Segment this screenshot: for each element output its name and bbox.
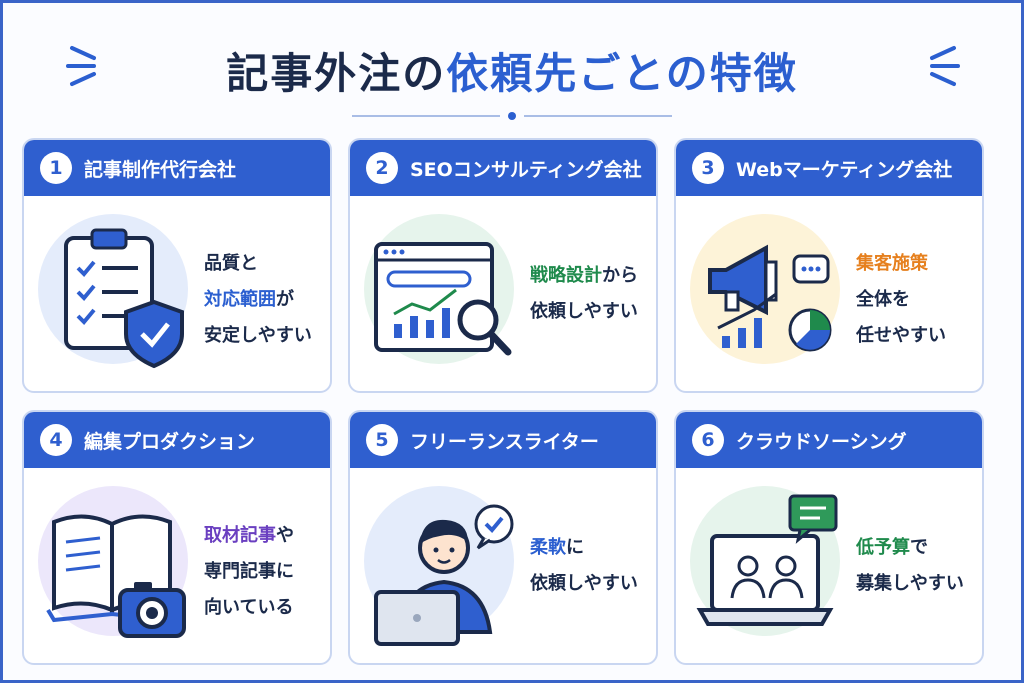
sparkle-right-icon — [930, 46, 960, 86]
desc-highlight: 対応範囲 — [204, 289, 276, 310]
desc-line: 集客施策 — [856, 246, 981, 282]
desc-line: 任せやすい — [856, 325, 946, 346]
card-header: 6 クラウドソーシング — [676, 412, 982, 468]
desc-highlight: 集客施策 — [856, 253, 928, 274]
search-analytics-icon — [374, 242, 512, 356]
card-header: 3 Webマーケティング会社 — [676, 140, 982, 196]
card-header: 2 SEOコンサルティング会社 — [350, 140, 656, 196]
card-6: 6 クラウドソーシング 低予算で 募集しやすい — [674, 410, 984, 665]
card-title: 記事制作代行会社 — [84, 158, 237, 181]
card-header: 1 記事制作代行会社 — [24, 140, 330, 196]
desc-line: 低予算で — [856, 530, 981, 566]
desc-text: や — [276, 525, 294, 546]
card-header: 4 編集プロダクション — [24, 412, 330, 468]
desc-line: 対応範囲が — [204, 282, 329, 318]
card-title: 編集プロダクション — [84, 430, 256, 453]
desc-line: 依頼しやすい — [530, 301, 638, 322]
title-divider — [352, 112, 672, 120]
card-number: 4 — [40, 424, 72, 456]
sparkle-left-icon — [66, 46, 96, 86]
card-description: 戦略設計から 依頼しやすい — [530, 258, 655, 330]
card-description: 低予算で 募集しやすい — [856, 530, 981, 602]
title-bar: 記事外注の 依頼先ごとの特徴 — [0, 30, 1024, 110]
desc-line: 柔軟に — [530, 530, 655, 566]
desc-highlight: 低予算 — [856, 537, 910, 558]
card-5: 5 フリーランスライター 柔軟に 依頼しやすい — [348, 410, 658, 665]
desc-highlight: 取材記事 — [204, 525, 276, 546]
card-3: 3 Webマーケティング会社 集客施策 全体を 任せやすい — [674, 138, 984, 393]
card-number: 5 — [366, 424, 398, 456]
desc-highlight: 柔軟 — [530, 537, 566, 558]
title-part2: 依頼先ごとの特徴 — [446, 48, 798, 98]
card-2: 2 SEOコンサルティング会社 戦略設計から 依頼しやすい — [348, 138, 658, 393]
desc-line: 向いている — [204, 597, 294, 618]
desc-highlight: 戦略設計 — [530, 265, 602, 286]
desc-line: 戦略設計から — [530, 258, 655, 294]
desc-text: から — [602, 265, 638, 286]
card-1: 1 記事制作代行会社 品質と 対応範囲が 安定しやすい — [22, 138, 332, 393]
desc-text: で — [910, 537, 928, 558]
card-number: 1 — [40, 152, 72, 184]
desc-text: が — [276, 289, 294, 310]
card-header: 5 フリーランスライター — [350, 412, 656, 468]
clipboard-shield-icon — [64, 228, 184, 369]
megaphone-chart-icon — [708, 244, 832, 352]
card-number: 3 — [692, 152, 724, 184]
page-title: 記事外注の 依頼先ごとの特徴 — [226, 40, 798, 101]
desc-text: に — [566, 537, 584, 558]
desc-line: 取材記事や — [204, 518, 329, 554]
person-laptop-icon — [374, 504, 514, 646]
card-description: 柔軟に 依頼しやすい — [530, 530, 655, 602]
desc-line: 安定しやすい — [204, 325, 312, 346]
card-title: クラウドソーシング — [736, 430, 907, 453]
desc-line: 品質と — [204, 253, 258, 274]
card-title: SEOコンサルティング会社 — [410, 158, 642, 181]
desc-line: 全体を — [856, 289, 910, 310]
card-4: 4 編集プロダクション 取材記事や 専門記事に 向いている — [22, 410, 332, 665]
desc-line: 専門記事に — [204, 561, 294, 582]
card-description: 取材記事や 専門記事に 向いている — [204, 518, 329, 626]
card-description: 品質と 対応範囲が 安定しやすい — [204, 246, 329, 354]
desc-line: 依頼しやすい — [530, 573, 638, 594]
card-number: 2 — [366, 152, 398, 184]
desc-line: 募集しやすい — [856, 573, 964, 594]
card-title: Webマーケティング会社 — [736, 158, 953, 181]
book-camera-icon — [46, 514, 186, 638]
card-description: 集客施策 全体を 任せやすい — [856, 246, 981, 354]
laptop-users-icon — [696, 494, 838, 626]
card-number: 6 — [692, 424, 724, 456]
title-part1: 記事外注の — [226, 48, 447, 98]
card-title: フリーランスライター — [410, 430, 599, 453]
